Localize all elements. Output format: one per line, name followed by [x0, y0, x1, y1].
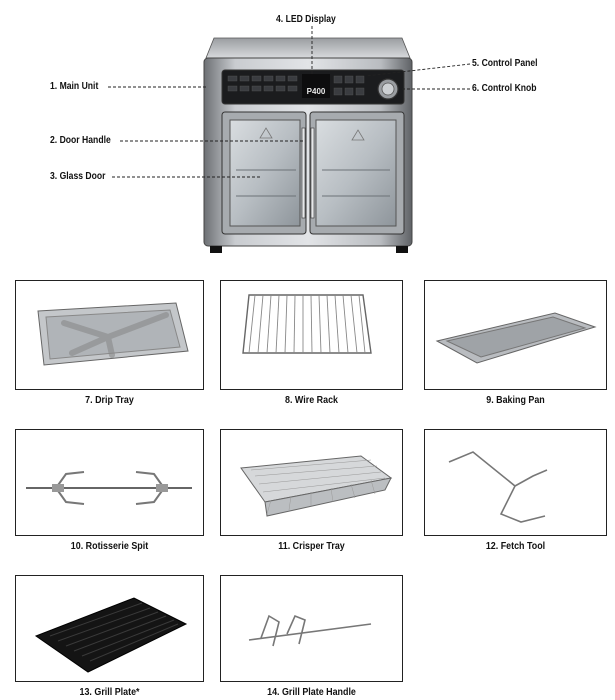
label-door-handle: 2. Door Handle	[50, 134, 111, 146]
oven-diagram: P400 1. Main Unit 2.	[0, 0, 615, 265]
caption-rotisserie-spit: 10. Rotisserie Spit	[70, 540, 149, 552]
baking-pan-box	[424, 280, 607, 390]
oven-top	[205, 37, 411, 59]
crisper-tray-box	[220, 429, 403, 536]
baking-pan-icon	[435, 312, 597, 364]
grill-plate-box	[15, 575, 204, 682]
caption-fetch-tool: 12. Fetch Tool	[485, 540, 546, 552]
caption-crisper-tray: 11. Crisper Tray	[278, 540, 345, 552]
caption-drip-tray: 7. Drip Tray	[85, 394, 134, 406]
fetch-tool-box	[424, 429, 607, 536]
fetch-tool-icon	[448, 451, 548, 523]
caption-wire-rack: 8. Wire Rack	[284, 394, 338, 406]
grill-plate-icon	[34, 597, 188, 673]
led-display	[302, 74, 330, 98]
wire-rack-icon	[242, 294, 372, 354]
rotisserie-spit-box	[15, 429, 204, 536]
label-glass-door: 3. Glass Door	[50, 170, 106, 182]
label-control-panel: 5. Control Panel	[472, 57, 538, 69]
grill-plate-handle-icon	[248, 614, 372, 647]
left-glass	[229, 119, 301, 227]
caption-grill-plate: 13. Grill Plate*	[79, 686, 140, 698]
leader-lines	[108, 26, 471, 178]
door-handle-left	[301, 127, 306, 219]
crisper-tray-icon	[240, 455, 393, 517]
drip-tray-icon	[37, 302, 189, 366]
rotisserie-spit-icon	[26, 471, 192, 505]
drip-tray-box	[15, 280, 204, 390]
door-handle-right	[310, 127, 315, 219]
label-control-knob: 6. Control Knob	[472, 82, 537, 94]
oven-illustration: P400	[108, 26, 471, 253]
caption-baking-pan: 9. Baking Pan	[486, 394, 545, 406]
right-glass	[315, 119, 397, 227]
wire-rack-box	[220, 280, 403, 390]
led-display-text: P400	[307, 87, 326, 96]
caption-grill-plate-handle: 14. Grill Plate Handle	[267, 686, 356, 698]
label-led-display: 4. LED Display	[276, 13, 336, 25]
label-main-unit: 1. Main Unit	[50, 80, 99, 92]
grill-plate-handle-box	[220, 575, 403, 682]
